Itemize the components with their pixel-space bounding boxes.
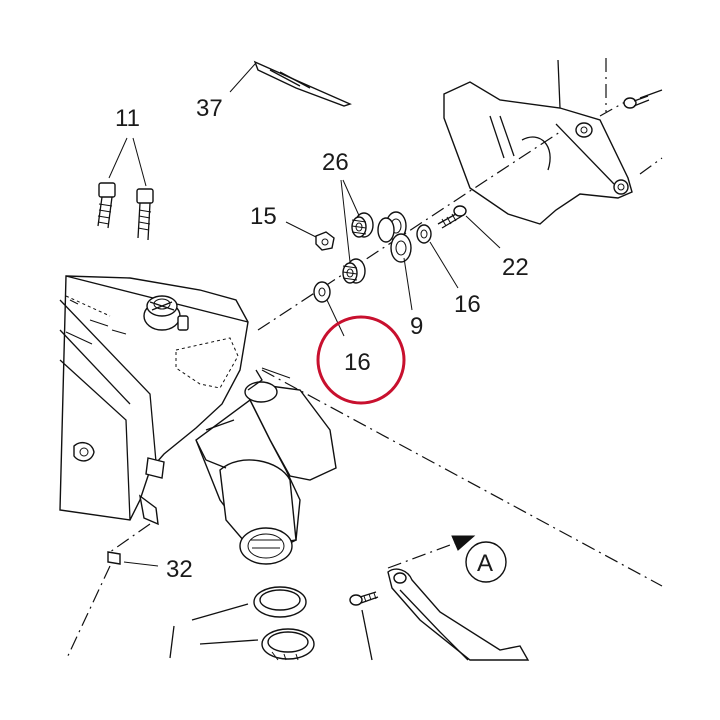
screw-top-right	[623, 95, 650, 109]
axis-32	[65, 565, 111, 661]
assembly-axis	[257, 131, 561, 331]
leader-16-highlighted	[326, 299, 345, 337]
view-a-arrow	[387, 535, 507, 583]
highlight-circle	[316, 315, 406, 405]
ring-lower	[261, 628, 315, 661]
label-15: 15	[250, 203, 277, 230]
washer-16-right	[416, 224, 432, 244]
label-16-right: 16	[454, 291, 481, 318]
grommet-26-lower	[342, 258, 366, 284]
label-9: 9	[410, 313, 423, 340]
filler-cap	[143, 295, 189, 331]
leader-11-b	[132, 137, 147, 187]
leader-16-right	[429, 241, 459, 289]
clip-9-lower	[390, 233, 412, 263]
label-32: 32	[166, 556, 193, 583]
screw-22	[437, 205, 467, 229]
tank-body	[59, 275, 249, 526]
leader-15	[285, 221, 319, 239]
nut-15	[315, 231, 335, 251]
washer-16-highlighted	[313, 281, 331, 303]
bolt-11-left	[97, 182, 116, 229]
label-37: 37	[196, 95, 223, 122]
frame-bracket-bottom	[387, 568, 530, 661]
part-37-strip	[229, 60, 352, 107]
leader-26-b	[340, 179, 351, 263]
diagonal-axis	[261, 369, 663, 587]
label-22: 22	[502, 254, 529, 281]
label-11: 11	[115, 105, 140, 132]
label-16-highlighted: 16	[344, 349, 371, 376]
leader-26-a	[342, 179, 362, 221]
leader-ring	[169, 625, 175, 659]
label-view-a: A	[477, 550, 493, 577]
leader-11-a	[108, 137, 128, 179]
leader-9	[403, 257, 413, 311]
label-26: 26	[322, 149, 349, 176]
screw-bottom	[349, 591, 379, 606]
ring-upper	[253, 586, 307, 618]
bracket-assembly	[443, 58, 663, 225]
leader-22	[465, 215, 501, 249]
clip-32	[107, 551, 121, 565]
leader-32	[123, 561, 159, 567]
exhaust-pipes	[195, 381, 337, 565]
bolt-11-right	[136, 188, 154, 241]
grommet-26-upper	[351, 212, 374, 238]
clip-9-upper	[377, 211, 407, 243]
